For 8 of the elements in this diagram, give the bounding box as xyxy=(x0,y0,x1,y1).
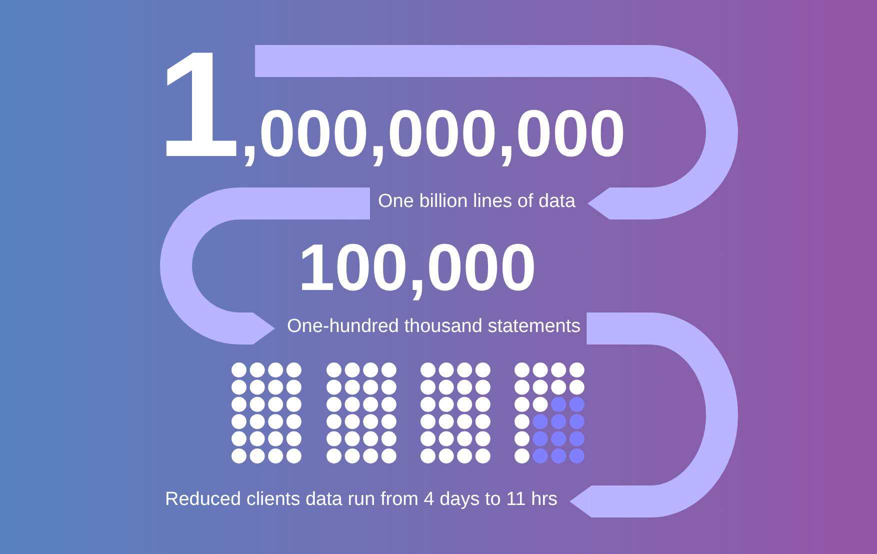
caption-text: One billion lines of data xyxy=(378,192,576,211)
headline-number: 1,000,000,000 xyxy=(157,29,626,179)
curved-arrow xyxy=(255,45,738,220)
statistic-number: 100,000 xyxy=(298,234,537,300)
curved-arrow xyxy=(160,188,370,344)
caption-text: Reduced clients data run from 4 days to 11 hrs xyxy=(165,490,558,509)
caption-text: One-hundred thousand statements xyxy=(287,317,581,336)
curved-arrow xyxy=(570,312,738,518)
